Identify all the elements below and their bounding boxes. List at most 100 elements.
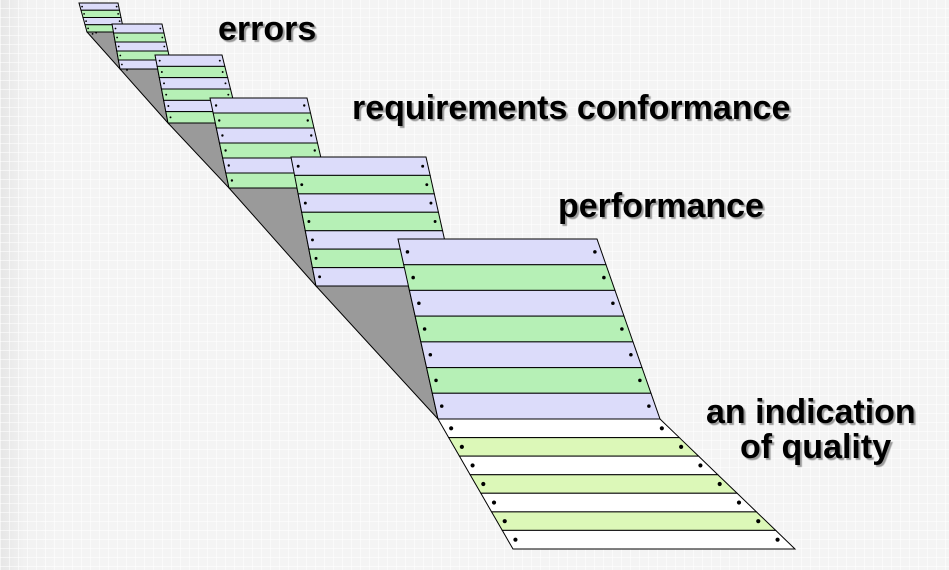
sprocket-hole (611, 301, 615, 306)
sprocket-hole (311, 238, 314, 242)
printout-sheet (437, 418, 797, 550)
label-performance: performance (558, 187, 764, 225)
sprocket-hole (224, 82, 227, 85)
sprocket-hole (659, 426, 664, 431)
sprocket-hole (756, 519, 761, 524)
sprocket-hole (647, 404, 651, 408)
printout-sheets (78, 2, 797, 550)
printout-band (397, 238, 607, 266)
sprocket-hole (425, 183, 429, 187)
sprocket-hole (303, 104, 306, 107)
sprocket-hole (313, 149, 316, 152)
sprocket-hole (121, 63, 123, 66)
printout-band (114, 41, 169, 52)
printout-band (111, 23, 165, 34)
printout-sheet (111, 23, 173, 70)
sprocket-hole (411, 275, 415, 280)
sprocket-hole (221, 71, 224, 73)
sprocket-hole (306, 119, 309, 122)
sprocket-hole (459, 444, 464, 449)
sprocket-hole (314, 256, 318, 260)
printout-band (113, 32, 167, 43)
sprocket-hole (218, 59, 221, 62)
sprocket-hole (227, 164, 230, 167)
printout-band (218, 142, 322, 159)
sprocket-hole (224, 149, 227, 152)
printout-band (447, 437, 700, 457)
printout-band (501, 529, 797, 550)
sprocket-hole (502, 519, 507, 524)
sprocket-hole (429, 201, 433, 205)
sprocket-hole (158, 59, 161, 62)
sprocket-hole (303, 201, 307, 205)
printout-band (414, 315, 634, 343)
sprocket-hole (118, 20, 121, 23)
sprocket-hole (434, 378, 438, 383)
sprocket-hole (318, 275, 322, 279)
sprocket-hole (433, 220, 437, 223)
sprocket-hole (449, 426, 454, 431)
sprocket-hole (428, 352, 433, 357)
printout-band (403, 264, 616, 291)
printout-band (154, 54, 226, 67)
printout-sheet (397, 238, 661, 420)
sprocket-hole (117, 45, 120, 48)
printout-band (297, 193, 440, 213)
sprocket-hole (117, 12, 120, 15)
sprocket-hole (221, 134, 224, 137)
printout-band (408, 289, 625, 317)
sprocket-hole (470, 463, 475, 468)
printout-band (293, 174, 435, 195)
sprocket-hole (417, 301, 421, 306)
sprocket-hole (87, 27, 89, 30)
sprocket-hole (169, 116, 172, 119)
printout-band (425, 367, 652, 394)
printout-band (301, 211, 444, 232)
sprocket-hole (85, 20, 87, 23)
sprocket-hole (481, 481, 486, 487)
sprocket-hole (114, 27, 117, 30)
printout-band (156, 65, 229, 79)
sprocket-hole (83, 12, 85, 15)
sprocket-hole (159, 27, 162, 30)
sprocket-hole (116, 36, 118, 39)
sprocket-hole (296, 164, 300, 168)
label-indication-line2: of quality (740, 428, 892, 466)
sprocket-hole (602, 275, 606, 280)
printout-band (80, 9, 122, 18)
sprocket-hole (491, 500, 497, 505)
printout-band (158, 77, 232, 90)
sprocket-hole (167, 105, 170, 107)
sprocket-hole (300, 183, 304, 187)
sprocket-hole (775, 537, 780, 542)
fold-hole (126, 69, 128, 71)
sprocket-hole (629, 352, 633, 357)
label-requirements-conformance: requirements conformance (352, 89, 791, 127)
printout-band (437, 418, 681, 439)
printout-band (420, 341, 643, 369)
sprocket-hole (214, 104, 218, 107)
sprocket-hole (161, 36, 164, 39)
sprocket-hole (119, 54, 122, 57)
sprocket-hole (115, 5, 118, 8)
label-indication-line1: an indication (706, 393, 916, 431)
sprocket-hole (310, 134, 313, 137)
sprocket-hole (165, 93, 168, 96)
printout-band (290, 156, 431, 176)
label-errors: errors (218, 10, 317, 48)
sprocket-hole (218, 119, 221, 122)
fold-hole (91, 32, 94, 35)
sprocket-hole (230, 179, 234, 182)
sprocket-hole (679, 444, 684, 449)
sprocket-hole (405, 250, 410, 254)
sprocket-hole (638, 378, 642, 383)
sprocket-hole (81, 5, 83, 8)
sprocket-hole (513, 537, 518, 542)
sprocket-hole (307, 220, 311, 223)
sprocket-hole (736, 500, 742, 505)
sprocket-hole (422, 327, 427, 331)
sprocket-hole (439, 404, 444, 408)
printout-band (215, 127, 319, 144)
printout-band (78, 2, 121, 11)
